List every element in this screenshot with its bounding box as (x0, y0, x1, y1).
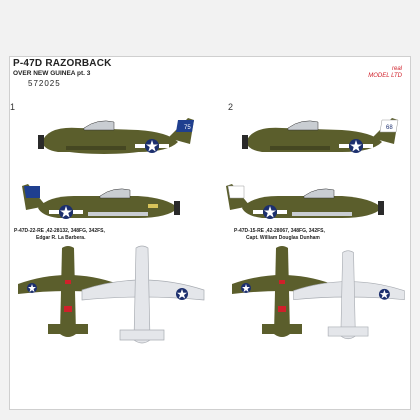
side-view-2: 68 (242, 118, 399, 153)
brand-logo: real MODEL LTD (368, 66, 402, 80)
profile-caption-1: P-47D-22-RE ,42-28132, 348FG, 342FS, Edg… (14, 228, 105, 241)
product-code: 572025 (28, 79, 61, 88)
brand-line-1: real (391, 66, 402, 72)
caption-1-line-1: P-47D-22-RE ,42-28132, 348FG, 342FS, (14, 228, 105, 234)
bottom-view-1 (81, 245, 205, 344)
caption-2-line-1: P-47D-15-RE ,42-28067, 348FG, 342FS, (234, 228, 325, 234)
profile-number-2: 2 (228, 102, 234, 112)
side-view-2-reverse (226, 184, 384, 219)
profile-caption-2: P-47D-15-RE ,42-28067, 348FG, 342FS, Cap… (234, 228, 325, 241)
top-view-1 (18, 246, 118, 337)
side-view-1: 75 (38, 118, 194, 154)
side-view-1-reverse (22, 184, 180, 219)
caption-1-line-2: Edgar R. La Barbera. (36, 234, 86, 241)
sheet-frame (9, 56, 411, 410)
sheet-subtitle: OVER NEW GUINEA pt. 3 (13, 70, 91, 77)
tail-code-2: 68 (386, 125, 393, 131)
caption-2-line-2: Capt. William Douglas Dunham (246, 234, 320, 241)
bottom-view-2 (293, 250, 405, 340)
profile-number-1: 1 (10, 102, 16, 112)
sheet-title: P-47D RAZORBACK (13, 58, 112, 69)
top-view-2 (232, 246, 332, 337)
brand-line-2: MODEL LTD (368, 73, 402, 79)
tail-code-1: 75 (184, 125, 191, 131)
